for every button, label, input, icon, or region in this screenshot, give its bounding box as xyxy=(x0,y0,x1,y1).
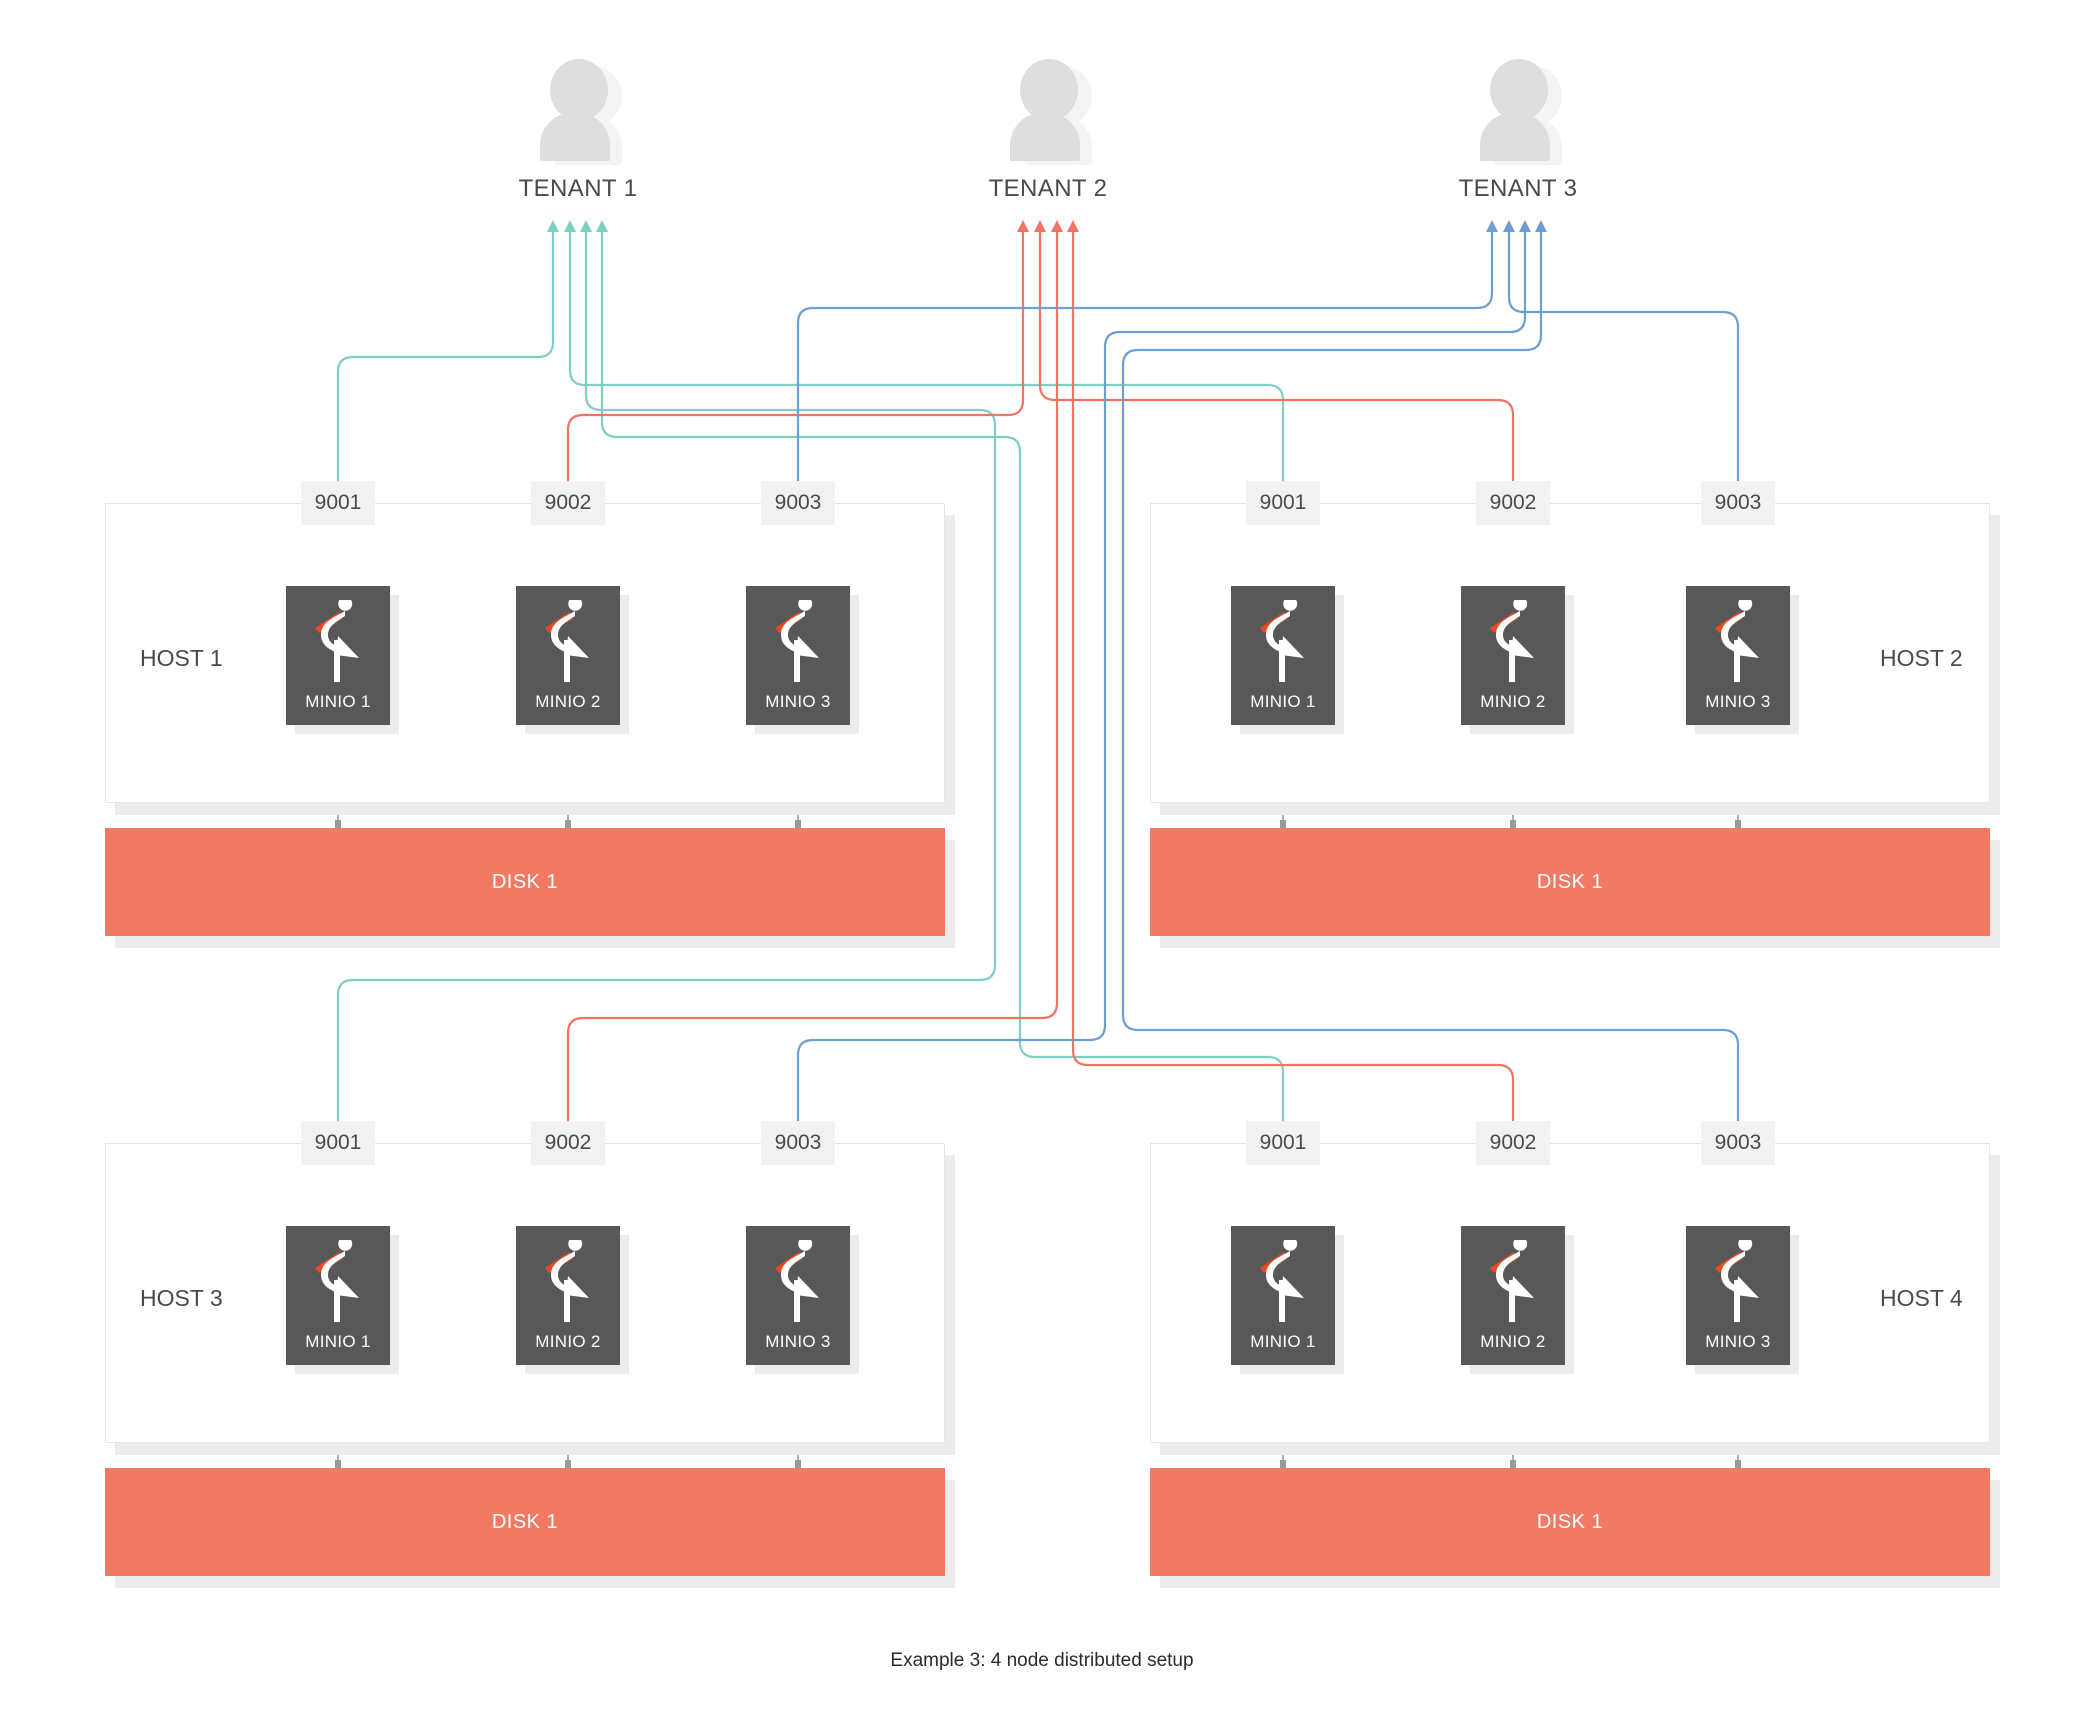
minio-flamingo-icon xyxy=(1715,600,1759,682)
tenant-label: TENANT 1 xyxy=(518,175,638,202)
host-3-label: HOST 3 xyxy=(140,1285,223,1311)
host-1-label: HOST 1 xyxy=(140,645,223,671)
minio-node[interactable]: MINIO 3 xyxy=(1686,1226,1799,1374)
minio-node[interactable]: MINIO 1 xyxy=(286,586,399,734)
person-icon xyxy=(532,55,624,165)
minio-flamingo-icon xyxy=(545,1240,589,1322)
minio-node[interactable]: MINIO 3 xyxy=(746,1226,859,1374)
minio-node[interactable]: MINIO 1 xyxy=(1231,1226,1344,1374)
disk-bar: DISK 1 xyxy=(1150,1468,1990,1576)
person-icon xyxy=(1472,55,1564,165)
port-chip-9001: 9001 xyxy=(301,481,375,525)
port-chip-9001: 9001 xyxy=(301,1121,375,1165)
minio-node-label: MINIO 2 xyxy=(1480,692,1546,711)
port-chip-9001: 9001 xyxy=(1246,481,1320,525)
minio-flamingo-icon xyxy=(775,1240,819,1322)
minio-node[interactable]: MINIO 3 xyxy=(1686,586,1799,734)
minio-flamingo-icon xyxy=(1490,600,1534,682)
minio-flamingo-icon xyxy=(775,600,819,682)
minio-node[interactable]: MINIO 2 xyxy=(1461,586,1574,734)
tenant-3[interactable]: TENANT 3 xyxy=(1418,55,1618,203)
minio-node-label: MINIO 1 xyxy=(1250,1332,1316,1351)
port-chip-9002: 9002 xyxy=(531,481,605,525)
minio-node[interactable]: MINIO 3 xyxy=(746,586,859,734)
port-chip-9003: 9003 xyxy=(1701,1121,1775,1165)
minio-flamingo-icon xyxy=(315,1240,359,1322)
tenant-label: TENANT 2 xyxy=(988,175,1108,202)
minio-node-label: MINIO 3 xyxy=(1705,1332,1771,1351)
minio-flamingo-icon xyxy=(315,600,359,682)
minio-node-label: MINIO 3 xyxy=(765,692,831,711)
host-2-label: HOST 2 xyxy=(1880,645,1963,671)
minio-node-label: MINIO 1 xyxy=(305,692,371,711)
tenant-2[interactable]: TENANT 2 xyxy=(948,55,1148,203)
host-4-label: HOST 4 xyxy=(1880,1285,1963,1311)
tenant-arrowheads xyxy=(547,220,1547,232)
port-chip-9002: 9002 xyxy=(531,1121,605,1165)
minio-node[interactable]: MINIO 2 xyxy=(516,586,629,734)
minio-node-label: MINIO 1 xyxy=(1250,692,1316,711)
tenant-label: TENANT 3 xyxy=(1458,175,1578,202)
disk-bar: DISK 1 xyxy=(105,828,945,936)
minio-node[interactable]: MINIO 1 xyxy=(1231,586,1344,734)
minio-flamingo-icon xyxy=(1715,1240,1759,1322)
disk-bar: DISK 1 xyxy=(105,1468,945,1576)
minio-node-label: MINIO 2 xyxy=(1480,1332,1546,1351)
minio-node[interactable]: MINIO 1 xyxy=(286,1226,399,1374)
port-chip-9003: 9003 xyxy=(761,481,835,525)
port-chip-9003: 9003 xyxy=(1701,481,1775,525)
port-chip-9001: 9001 xyxy=(1246,1121,1320,1165)
tenant-1[interactable]: TENANT 1 xyxy=(478,55,678,203)
port-chip-9002: 9002 xyxy=(1476,1121,1550,1165)
disk-bar: DISK 1 xyxy=(1150,828,1990,936)
port-chip-9002: 9002 xyxy=(1476,481,1550,525)
minio-node[interactable]: MINIO 2 xyxy=(516,1226,629,1374)
minio-flamingo-icon xyxy=(1490,1240,1534,1322)
minio-node-label: MINIO 3 xyxy=(1705,692,1771,711)
minio-node-label: MINIO 3 xyxy=(765,1332,831,1351)
port-chip-9003: 9003 xyxy=(761,1121,835,1165)
diagram-caption: Example 3: 4 node distributed setup xyxy=(890,1650,1194,1671)
minio-node-label: MINIO 2 xyxy=(535,692,601,711)
minio-node[interactable]: MINIO 2 xyxy=(1461,1226,1574,1374)
minio-flamingo-icon xyxy=(1260,1240,1304,1322)
minio-flamingo-icon xyxy=(545,600,589,682)
minio-node-label: MINIO 2 xyxy=(535,1332,601,1351)
minio-flamingo-icon xyxy=(1260,600,1304,682)
person-icon xyxy=(1002,55,1094,165)
minio-node-label: MINIO 1 xyxy=(305,1332,371,1351)
